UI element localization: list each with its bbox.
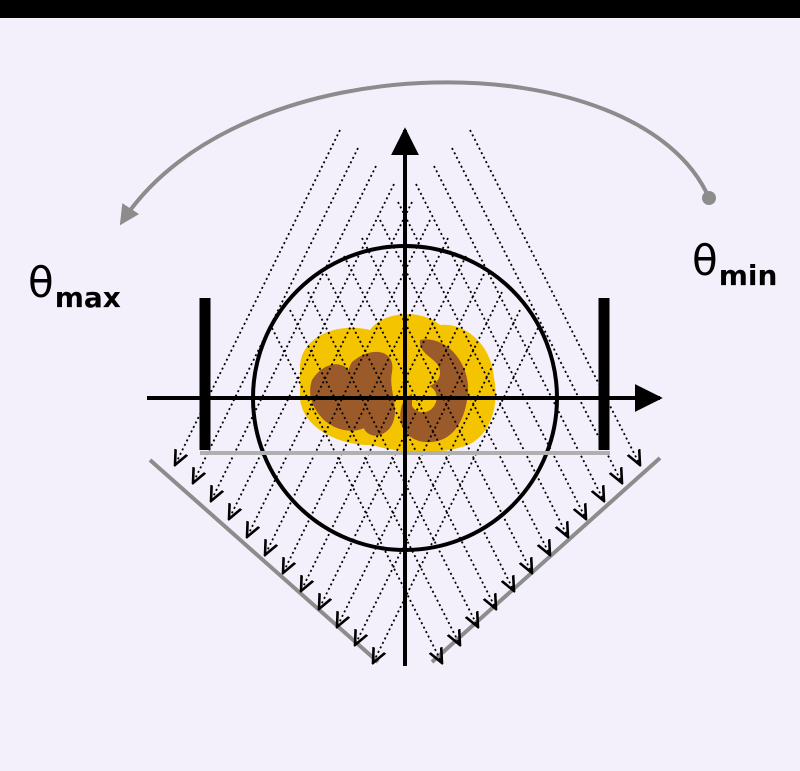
theta-max-label: θmax [28,262,121,312]
ray-line [193,147,359,483]
detector-right [430,456,662,664]
ray-line [301,255,467,591]
theta-max-symbol: θ [28,258,54,307]
ray-bundles [175,129,640,663]
ray-line [373,327,539,663]
object-inner-region-2 [348,351,395,436]
ray-line [247,201,413,537]
theta-min-subscript: min [718,259,778,292]
top-bar [0,0,800,18]
rotation-start-dot [702,191,716,205]
ray-line [337,291,503,627]
ray-line [355,309,521,645]
ray-line [211,165,377,501]
ray-line [265,219,431,555]
detector-left [148,458,380,664]
theta-min-symbol: θ [692,236,718,285]
theta-max-subscript: max [54,281,121,314]
ray-line [319,273,485,609]
rotation-arc [119,80,711,226]
theta-min-label: θmin [692,240,777,290]
ray-line [283,237,449,573]
